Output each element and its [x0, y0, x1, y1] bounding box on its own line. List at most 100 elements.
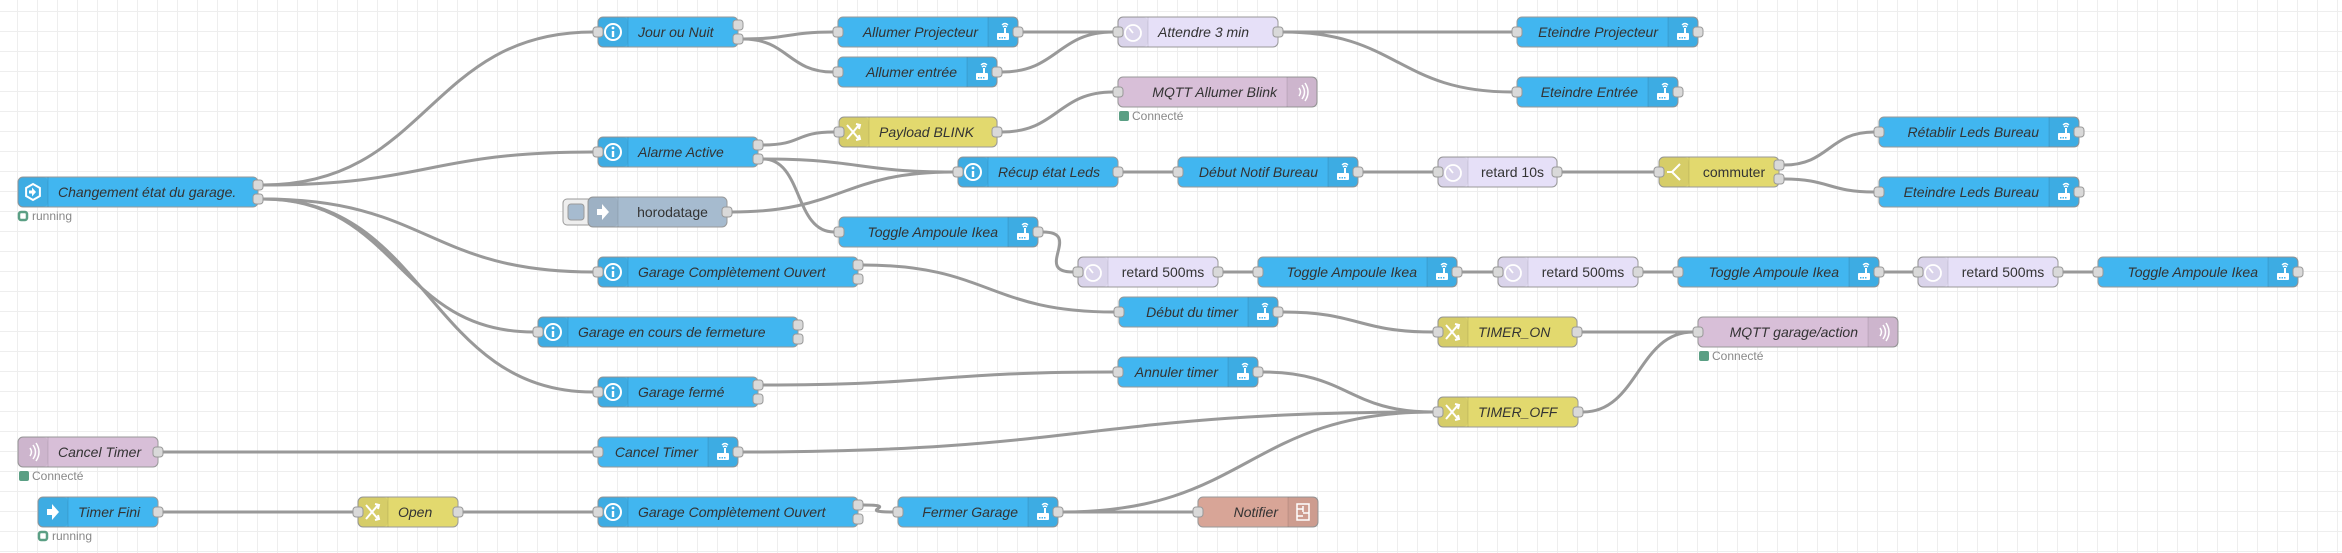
wire-cancelsvc-timeroff[interactable]	[742, 410, 1434, 454]
input-port[interactable]	[833, 126, 845, 138]
input-port[interactable]	[1072, 266, 1084, 278]
output-port-1[interactable]	[732, 19, 744, 31]
wire-alarme-toggle1[interactable]	[762, 157, 835, 234]
output-port-1[interactable]	[792, 319, 804, 331]
flow-node-toggle2[interactable]: Toggle Ampoule Ikea	[1252, 256, 1463, 288]
flow-node-gco1[interactable]: Garage Complètement Ouvert	[592, 256, 864, 288]
input-port[interactable]	[592, 146, 604, 158]
flow-node-fermer[interactable]: Fermer Garage	[892, 496, 1064, 528]
output-port-1[interactable]	[1773, 159, 1785, 171]
input-port[interactable]	[1511, 86, 1523, 98]
input-port[interactable]	[592, 266, 604, 278]
output-port-2[interactable]	[732, 33, 744, 45]
wire-jour-allentree[interactable]	[742, 37, 834, 74]
flow-node-toggle1[interactable]: Toggle Ampoule Ikea	[833, 216, 1044, 248]
flow-node-timeron[interactable]: TIMER_ON	[1432, 316, 1583, 348]
output-port-1[interactable]	[152, 506, 164, 518]
input-port[interactable]	[832, 66, 844, 78]
input-port[interactable]	[1112, 86, 1124, 98]
wire-alarme-payload[interactable]	[762, 130, 835, 147]
input-port[interactable]	[1113, 306, 1125, 318]
node-body[interactable]	[17, 176, 259, 208]
input-port[interactable]	[1692, 326, 1704, 338]
output-port-1[interactable]	[1551, 166, 1563, 178]
output-port-1[interactable]	[1112, 166, 1124, 178]
input-port[interactable]	[892, 506, 904, 518]
input-port[interactable]	[1653, 166, 1665, 178]
wire-gf-annuler[interactable]	[762, 370, 1114, 387]
flow-node-eteindreentree[interactable]: Eteindre Entrée	[1511, 76, 1684, 108]
output-port-1[interactable]	[991, 126, 1003, 138]
output-port-1[interactable]	[252, 179, 264, 191]
output-port-1[interactable]	[1212, 266, 1224, 278]
input-port[interactable]	[833, 226, 845, 238]
output-port-1[interactable]	[2073, 186, 2085, 198]
input-port[interactable]	[1873, 186, 1885, 198]
output-port-1[interactable]	[2052, 266, 2064, 278]
wire-annuler-timeroff[interactable]	[1262, 370, 1434, 414]
output-port-1[interactable]	[152, 446, 164, 458]
output-port-2[interactable]	[752, 393, 764, 405]
wire-changement-jour[interactable]	[262, 30, 594, 187]
input-port[interactable]	[1873, 126, 1885, 138]
input-port[interactable]	[1192, 506, 1204, 518]
flow-node-annuler[interactable]: Annuler timer	[1112, 356, 1264, 388]
output-port-1[interactable]	[721, 206, 733, 218]
wire-commuter-eteindreleds[interactable]	[1783, 177, 1875, 194]
output-port-1[interactable]	[1572, 406, 1584, 418]
input-port[interactable]	[592, 506, 604, 518]
wire-timeroff-mqttaction[interactable]	[1582, 330, 1694, 414]
input-port[interactable]	[592, 386, 604, 398]
wire-changement-gf[interactable]	[262, 197, 594, 394]
output-port-1[interactable]	[1632, 266, 1644, 278]
flow-node-gf[interactable]: Garage fermé	[592, 376, 764, 408]
input-port[interactable]	[1511, 26, 1523, 38]
output-port-1[interactable]	[1873, 266, 1885, 278]
wire-horodatage-recup[interactable]	[731, 170, 954, 214]
input-port[interactable]	[1172, 166, 1184, 178]
input-port[interactable]	[2092, 266, 2104, 278]
output-port-1[interactable]	[1032, 226, 1044, 238]
wire-gco2-fermer[interactable]	[862, 503, 894, 514]
flow-node-allentree[interactable]: Allumer entrée	[832, 56, 1003, 88]
wire-alarme-recup[interactable]	[762, 157, 954, 174]
input-port[interactable]	[1252, 266, 1264, 278]
output-port-1[interactable]	[852, 499, 864, 511]
input-port[interactable]	[1492, 266, 1504, 278]
flow-node-retard500a[interactable]: retard 500ms	[1072, 256, 1224, 288]
flow-node-debuttimer[interactable]: Début du timer	[1113, 296, 1284, 328]
output-port-1[interactable]	[2292, 266, 2304, 278]
flow-node-gcf[interactable]: Garage en cours de fermeture	[532, 316, 804, 348]
wire-debuttimer-timeron[interactable]	[1282, 310, 1434, 334]
output-port-1[interactable]	[1451, 266, 1463, 278]
wire-allentree-attendre[interactable]	[1001, 30, 1114, 74]
output-port-1[interactable]	[1252, 366, 1264, 378]
output-port-1[interactable]	[752, 379, 764, 391]
flow-node-changement[interactable]: Changement état du garage.running	[17, 176, 264, 223]
output-port-1[interactable]	[1052, 506, 1064, 518]
input-port[interactable]	[832, 26, 844, 38]
wire-payload-mqttblink[interactable]	[1001, 90, 1114, 134]
flow-node-notifier[interactable]: Notifier	[1192, 496, 1319, 528]
output-port-1[interactable]	[452, 506, 464, 518]
wire-toggle1-retard500a[interactable]	[1042, 230, 1074, 274]
input-port[interactable]	[592, 26, 604, 38]
output-port-1[interactable]	[1672, 86, 1684, 98]
input-port[interactable]	[1432, 326, 1444, 338]
output-port-1[interactable]	[1352, 166, 1364, 178]
input-port[interactable]	[1432, 166, 1444, 178]
flow-node-debutnotif[interactable]: Début Notif Bureau	[1172, 156, 1364, 188]
output-port-1[interactable]	[1272, 306, 1284, 318]
input-port[interactable]	[952, 166, 964, 178]
flow-node-toggle3[interactable]: Toggle Ampoule Ikea	[1672, 256, 1885, 288]
output-port-1[interactable]	[1272, 26, 1284, 38]
input-port[interactable]	[1672, 266, 1684, 278]
output-port-2[interactable]	[852, 513, 864, 525]
output-port-1[interactable]	[991, 66, 1003, 78]
flow-node-alarme[interactable]: Alarme Active	[592, 136, 764, 168]
